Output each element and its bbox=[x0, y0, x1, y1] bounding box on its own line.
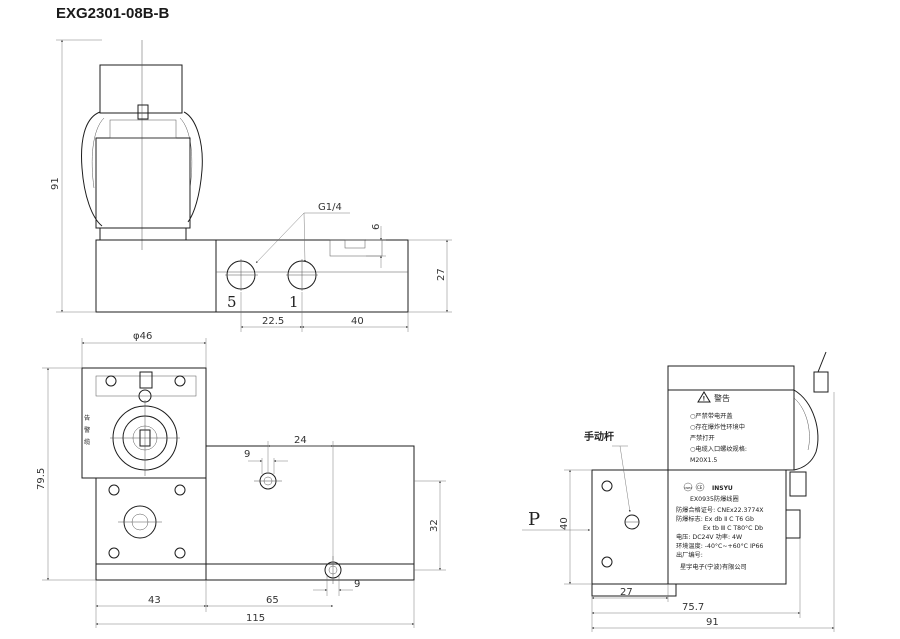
dim-27-front: 27 bbox=[436, 268, 447, 281]
vlabel-3: 缆 bbox=[84, 438, 90, 446]
warning-line-3: 严禁打开 bbox=[690, 434, 715, 442]
dim-91-height: 91 bbox=[50, 177, 61, 190]
port-size-label: G1/4 bbox=[318, 202, 342, 213]
vlabel-2: 警 bbox=[84, 426, 90, 434]
plate-line-5: 环境温度: -40°C~+60°C IP66 bbox=[676, 542, 763, 550]
plate-mark-1: CNEX bbox=[684, 486, 692, 490]
warning-line-5: M20X1.5 bbox=[690, 457, 717, 464]
plate-line-6: 出厂编号: bbox=[676, 551, 703, 559]
warning-line-2: ○存在爆炸性环境中 bbox=[690, 423, 745, 431]
plate-line-1: 防爆合格证号: CNEx22.3774X bbox=[676, 506, 764, 514]
plate-line-7: 星宇电子(宁波)有限公司 bbox=[680, 563, 747, 571]
port-5-label: 5 bbox=[227, 293, 237, 311]
warning-line-4: ○电缆入口螺纹规格: bbox=[690, 445, 747, 453]
warning-line-1: ○严禁带电开盖 bbox=[690, 412, 733, 420]
drawing-title: EXG2301-08B-B bbox=[56, 5, 170, 22]
dim-40-front: 40 bbox=[351, 316, 364, 327]
dim-22-5: 22.5 bbox=[262, 316, 284, 327]
dim-24: 24 bbox=[294, 435, 307, 446]
dim-9-upper: 9 bbox=[244, 449, 250, 460]
dim-43: 43 bbox=[148, 595, 161, 606]
dim-115: 115 bbox=[246, 613, 265, 624]
plate-line-2: 防爆标志: Ex db Ⅱ C T6 Gb bbox=[676, 515, 754, 523]
manual-lever-label: 手动杆 bbox=[584, 430, 614, 443]
warning-label: ! 警告 ○严禁带电开盖 ○存在爆炸性环境中 严禁打开 ○电缆入口螺纹规格: M… bbox=[690, 391, 747, 464]
side-view: ! 警告 ○严禁带电开盖 ○存在爆炸性环境中 严禁打开 ○电缆入口螺纹规格: M… bbox=[522, 351, 835, 632]
vlabel-1: 告 bbox=[84, 414, 90, 422]
nameplate: CNEX CE INSYU EX0935防爆线圈 防爆合格证号: CNEx22.… bbox=[676, 482, 764, 571]
svg-text:!: ! bbox=[703, 396, 706, 403]
top-view: φ46 告 警 缆 bbox=[36, 331, 446, 628]
plate-line-4: 电压: DC24V 功率: 4W bbox=[676, 533, 742, 541]
dim-91-side: 91 bbox=[706, 617, 719, 628]
dim-27-side: 27 bbox=[620, 587, 633, 598]
plate-line-3: Ex tb Ⅲ C T80°C Db bbox=[703, 524, 763, 532]
plate-title: EX0935防爆线圈 bbox=[690, 495, 739, 503]
warning-title: 警告 bbox=[714, 393, 730, 403]
dim-40-side: 40 bbox=[559, 517, 570, 530]
plate-mark-2: CE bbox=[697, 485, 703, 490]
plate-brand: INSYU bbox=[712, 485, 733, 492]
port-p-label: P bbox=[528, 509, 540, 530]
dim-75-7: 75.7 bbox=[682, 602, 704, 613]
dim-6: 6 bbox=[371, 224, 382, 230]
dim-79-5: 79.5 bbox=[36, 468, 47, 490]
dim-9-lower: 9 bbox=[354, 579, 360, 590]
front-view: G1/4 6 27 91 5 1 22.5 40 bbox=[50, 39, 452, 332]
dim-phi46: φ46 bbox=[133, 331, 152, 342]
dim-32: 32 bbox=[429, 519, 440, 532]
dim-65: 65 bbox=[266, 595, 279, 606]
port-1-label: 1 bbox=[289, 293, 299, 311]
